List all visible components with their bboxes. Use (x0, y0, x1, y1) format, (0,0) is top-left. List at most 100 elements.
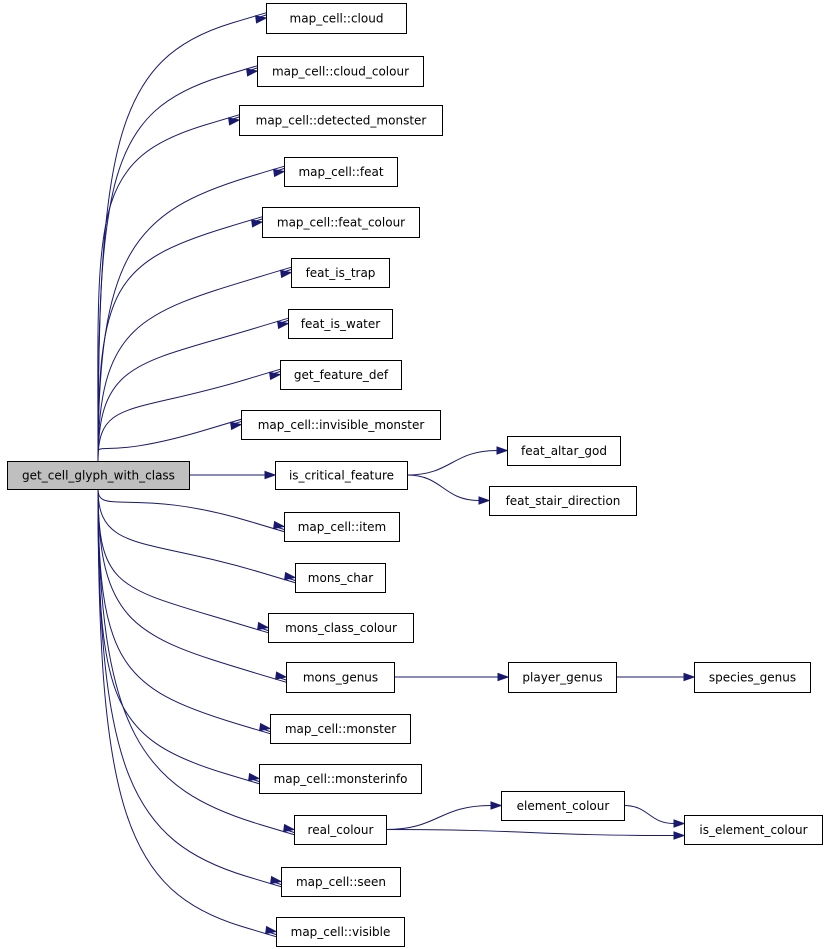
node-box (291, 258, 390, 288)
edge-root-to-mons_class_colour (97, 488, 294, 640)
node-box (684, 815, 823, 845)
node-box (259, 764, 422, 794)
node-feat-altar-god[interactable]: feat_altar_god (507, 436, 621, 466)
node-map-cell-monsterinfo[interactable]: map_cell::monsterinfo (259, 764, 422, 794)
node-element-colour[interactable]: element_colour (501, 791, 625, 821)
node-real-colour[interactable]: real_colour (294, 815, 387, 845)
node-mons-class-colour[interactable]: mons_class_colour (268, 613, 414, 643)
node-label: mons_char (308, 571, 373, 585)
edge-is_critical_feature-to-feat_stair_direction (406, 474, 480, 501)
node-box (288, 309, 393, 339)
node-box (507, 436, 621, 466)
node-feat-is-trap[interactable]: feat_is_trap (291, 258, 390, 288)
node-box (281, 867, 401, 897)
node-label: map_cell::feat_colour (277, 216, 405, 230)
node-map-cell-seen[interactable]: map_cell::seen (281, 867, 401, 897)
node-label: mons_class_colour (285, 621, 397, 635)
arrowhead-feat (273, 168, 286, 178)
node-label: feat_is_trap (306, 266, 376, 280)
arrowhead-mons_class_colour (257, 621, 270, 631)
arrowhead-is_element_colour (673, 819, 686, 828)
node-label: map_cell::feat (298, 165, 383, 179)
node-label: map_cell::cloud_colour (272, 65, 409, 79)
arrowhead-element_colour (490, 801, 503, 810)
arrowhead-feat_stair_direction (478, 496, 491, 505)
node-box (7, 461, 190, 490)
node-map-cell-cloud-colour[interactable]: map_cell::cloud_colour (257, 56, 424, 87)
node-map-cell-cloud[interactable]: map_cell::cloud (266, 3, 407, 34)
node-get-cell-glyph-with-class[interactable]: get_cell_glyph_with_class (7, 461, 190, 490)
node-label: real_colour (308, 823, 374, 837)
node-mons-char[interactable]: mons_char (295, 563, 386, 593)
arrowhead-visible (265, 925, 278, 935)
edge-root-to-monsterinfo (97, 488, 285, 791)
node-label: species_genus (709, 671, 796, 685)
node-label: map_cell::invisible_monster (258, 418, 425, 432)
node-label: feat_altar_god (521, 444, 607, 458)
arrowhead-is_element_colour (673, 831, 686, 840)
node-label: feat_is_water (301, 317, 381, 331)
node-label: player_genus (522, 671, 602, 685)
arrowhead-feat_altar_god (496, 446, 509, 455)
node-map-cell-invisible-monster[interactable]: map_cell::invisible_monster (241, 410, 441, 440)
node-box (280, 360, 402, 390)
edge-root-to-seen (97, 488, 307, 894)
node-box (295, 563, 386, 593)
node-is-element-colour[interactable]: is_element_colour (684, 815, 823, 845)
node-box (501, 791, 625, 821)
arrowhead-monsterinfo (248, 772, 261, 782)
node-label: is_critical_feature (289, 469, 394, 483)
node-box (284, 512, 400, 542)
node-box (257, 56, 424, 87)
node-box (239, 105, 443, 136)
node-box (270, 714, 411, 744)
node-feat-is-water[interactable]: feat_is_water (288, 309, 393, 339)
arrowhead-player_genus (497, 672, 510, 682)
arrowhead-invisible_monster (230, 421, 243, 431)
node-box (489, 486, 637, 516)
edge-root-to-detected_monster (97, 107, 265, 462)
node-map-cell-monster[interactable]: map_cell::monster (270, 714, 411, 744)
node-label: map_cell::seen (296, 875, 386, 889)
node-label: map_cell::monster (285, 722, 396, 736)
node-box (284, 157, 398, 187)
edge-real_colour-to-element_colour (385, 805, 492, 830)
arrowhead-cloud_colour (246, 68, 259, 77)
node-box (508, 662, 617, 693)
arrowhead-mons_char (284, 571, 297, 581)
node-label: map_cell::item (298, 520, 387, 534)
node-map-cell-feat[interactable]: map_cell::feat (284, 157, 398, 187)
node-label: mons_genus (303, 671, 378, 685)
arrowhead-feat_is_water (277, 320, 290, 330)
node-is-critical-feature[interactable]: is_critical_feature (275, 461, 408, 490)
node-label: map_cell::cloud (290, 12, 384, 26)
arrowhead-species_genus (683, 672, 696, 682)
node-box (286, 662, 395, 693)
edge-root-to-monster (97, 488, 296, 741)
arrowhead-mons_genus (275, 671, 288, 680)
node-box (275, 461, 408, 490)
edge-is_critical_feature-to-feat_altar_god (406, 450, 498, 476)
node-map-cell-detected-monster[interactable]: map_cell::detected_monster (239, 105, 443, 136)
edge-root-to-invisible_monster (97, 412, 267, 462)
node-map-cell-feat-colour[interactable]: map_cell::feat_colour (262, 207, 420, 238)
node-label: map_cell::monsterinfo (274, 772, 408, 786)
node-box (294, 815, 387, 845)
node-get-feature-def[interactable]: get_feature_def (280, 360, 402, 390)
arrowhead-monster (259, 722, 272, 732)
edge-element_colour-to-is_element_colour (623, 805, 675, 824)
node-player-genus[interactable]: player_genus (508, 662, 617, 693)
arrowhead-cloud (255, 15, 268, 24)
node-map-cell-visible[interactable]: map_cell::visible (276, 917, 405, 947)
edge-real_colour-to-is_element_colour (385, 829, 675, 836)
node-map-cell-item[interactable]: map_cell::item (284, 512, 400, 542)
node-species-genus[interactable]: species_genus (694, 662, 811, 693)
node-box (241, 410, 441, 440)
arrowhead-seen (270, 875, 283, 885)
node-label: map_cell::visible (291, 925, 391, 939)
node-box (694, 662, 811, 693)
node-label: get_cell_glyph_with_class (22, 469, 175, 483)
node-mons-genus[interactable]: mons_genus (286, 662, 395, 693)
node-feat-stair-direction[interactable]: feat_stair_direction (489, 486, 637, 516)
